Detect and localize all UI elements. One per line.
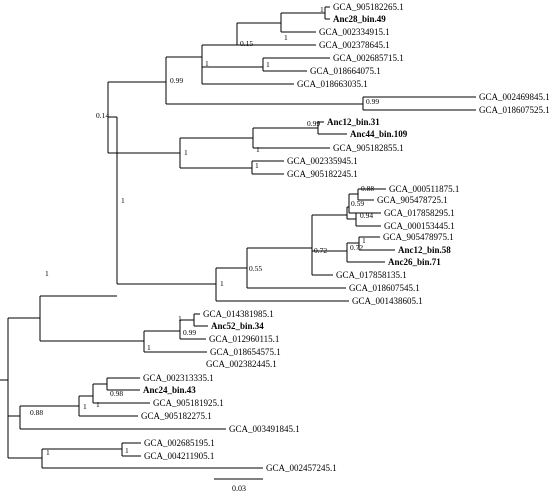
leaf-label: Anc44_bin.109 <box>350 129 408 139</box>
support-value: 1 <box>266 60 270 69</box>
leaf-label: GCA_014381985.1 <box>203 309 274 319</box>
leaf-label: GCA_017858135.1 <box>336 270 407 280</box>
support-value: 1 <box>46 448 50 457</box>
leaf-label: GCA_002313335.1 <box>143 373 214 383</box>
leaf-label: Anc28_bin.49 <box>333 14 386 24</box>
leaf-label: GCA_018607525.1 <box>479 105 550 115</box>
support-value: 1 <box>83 402 87 411</box>
leaf-label: GCA_002335945.1 <box>287 156 358 166</box>
leaf-label: GCA_018664075.1 <box>310 66 381 76</box>
support-value: 1 <box>284 33 288 42</box>
leaf-label: GCA_018654575.1 <box>210 347 281 357</box>
leaf-label: Anc12_bin.31 <box>327 117 380 127</box>
leaf-label: GCA_905182265.1 <box>333 2 404 12</box>
support-value: 1 <box>362 236 366 245</box>
support-value: 1 <box>45 269 49 278</box>
support-value: 1 <box>125 446 129 455</box>
support-values: 110.15110.990.990.991110.140.880.590.941… <box>30 5 379 457</box>
leaf-label: GCA_003491845.1 <box>229 424 300 434</box>
support-value: 1 <box>320 5 324 14</box>
support-value: 1 <box>121 196 125 205</box>
leaf-label: GCA_012960115.1 <box>209 334 279 344</box>
leaf-label: GCA_002469845.1 <box>479 92 550 102</box>
support-value: 0.88 <box>30 408 43 417</box>
support-value: 0.99 <box>366 97 379 106</box>
leaf-label: GCA_905182855.1 <box>333 143 404 153</box>
leaf-label: GCA_002382445.1 <box>206 359 277 369</box>
support-value: 0.55 <box>249 264 262 273</box>
leaf-label: GCA_002334915.1 <box>319 27 390 37</box>
support-value: 1 <box>184 148 188 157</box>
support-value: 0.15 <box>240 39 253 48</box>
support-value: 0.99 <box>183 328 196 337</box>
leaf-label: GCA_000511875.1 <box>389 184 459 194</box>
leaf-label: GCA_905182275.1 <box>141 411 212 421</box>
scale-bar-label: 0.03 <box>232 484 246 493</box>
leaf-label: GCA_002457245.1 <box>266 463 337 473</box>
support-value: 1 <box>220 279 224 288</box>
leaf-label: GCA_000153445.1 <box>384 221 455 231</box>
leaf-label: GCA_905478725.1 <box>377 195 448 205</box>
support-value: 1 <box>178 314 182 323</box>
support-value: 0.88 <box>361 184 374 193</box>
tree-branches <box>0 6 476 469</box>
leaf-label: Anc26_bin.71 <box>388 257 441 267</box>
leaf-label: GCA_018607545.1 <box>349 283 420 293</box>
support-value: 0.72 <box>314 246 327 255</box>
support-value: 1 <box>255 161 259 170</box>
leaf-label: GCA_905181925.1 <box>153 398 224 408</box>
leaf-label: GCA_004211905.1 <box>144 451 214 461</box>
leaf-label: Anc52_bin.34 <box>211 321 264 331</box>
leaf-label: GCA_018663035.1 <box>297 79 368 89</box>
scale-bar: 0.03 <box>214 478 263 493</box>
support-value: 0.94 <box>360 211 373 220</box>
leaf-label: GCA_905478975.1 <box>383 232 454 242</box>
support-value: 1 <box>256 145 260 154</box>
leaf-label: GCA_001438605.1 <box>352 296 423 306</box>
support-value: 0.14 <box>96 111 109 120</box>
support-value: 0.99 <box>170 76 183 85</box>
support-value: 1 <box>96 400 100 409</box>
support-value: 0.98 <box>110 389 123 398</box>
support-value: 0.72 <box>350 243 363 252</box>
leaf-labels: GCA_905182265.1Anc28_bin.49GCA_002334915… <box>141 2 550 473</box>
leaf-label: Anc12_bin.58 <box>398 245 451 255</box>
leaf-label: GCA_905182245.1 <box>287 169 358 179</box>
leaf-label: Anc24_bin.43 <box>143 385 196 395</box>
support-value: 1 <box>147 343 151 352</box>
leaf-label: GCA_002685195.1 <box>144 438 215 448</box>
support-value: 1 <box>205 59 209 68</box>
support-value: 0.99 <box>307 119 320 128</box>
support-value: 0.59 <box>351 199 364 208</box>
leaf-label: GCA_002378645.1 <box>319 40 390 50</box>
leaf-label: GCA_017858295.1 <box>384 208 455 218</box>
leaf-label: GCA_002685715.1 <box>333 53 404 63</box>
